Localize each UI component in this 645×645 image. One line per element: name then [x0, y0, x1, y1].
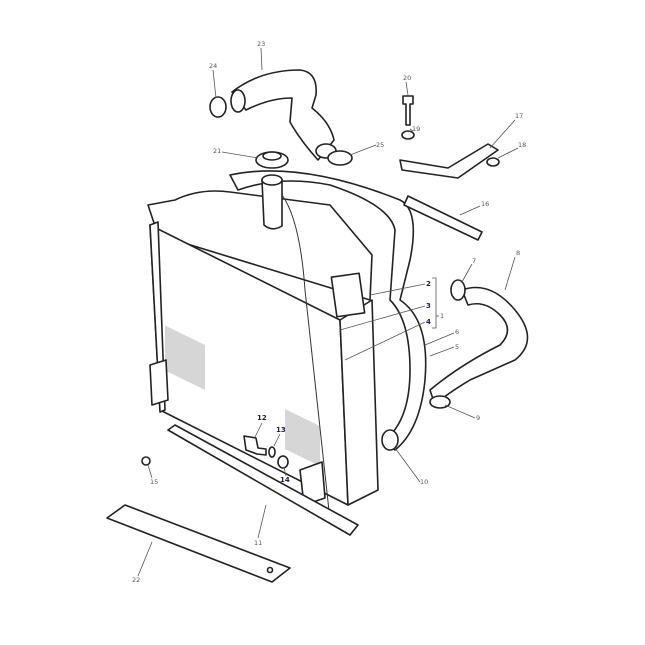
base-pad	[106, 504, 291, 583]
callout-20: 20	[403, 74, 411, 82]
bracket-strap	[399, 143, 499, 179]
core-hatching	[285, 409, 320, 467]
callout-25: 25	[376, 141, 384, 149]
callout-1: 1	[440, 312, 444, 320]
mounting-bracket	[299, 461, 326, 506]
rubber-strip	[403, 195, 483, 241]
fan-shroud	[229, 170, 427, 451]
washer	[486, 157, 500, 167]
callout-6: 6	[455, 328, 459, 336]
callout-2: 2	[426, 280, 431, 288]
header-tank-panel	[330, 272, 366, 318]
filler-neck-top	[261, 174, 283, 186]
callout-15: 15	[150, 478, 158, 486]
callout-16: 16	[481, 200, 489, 208]
outlet-pipe	[381, 429, 399, 451]
callout-labels: 23 24 20 19 17 18 21 25 16 8 7 2 3 4 1 6…	[132, 40, 526, 584]
callout-4: 4	[426, 318, 431, 326]
hose-clamp	[327, 150, 353, 166]
washer	[401, 130, 415, 140]
lower-hose	[429, 286, 529, 406]
bolt	[402, 95, 414, 126]
callout-24: 24	[209, 62, 217, 70]
radiator-top-tank	[147, 190, 373, 301]
washer	[277, 455, 289, 469]
hose-clamp	[209, 96, 227, 118]
callout-11: 11	[254, 539, 262, 547]
callout-10: 10	[420, 478, 428, 486]
lower-rubber-strip	[167, 424, 359, 536]
core-hatching	[165, 325, 205, 390]
plug	[141, 456, 151, 466]
callout-7: 7	[472, 257, 476, 265]
callout-14: 14	[280, 476, 290, 484]
radiator-cap-top	[262, 151, 282, 161]
callout-19: 19	[412, 125, 420, 133]
callout-17: 17	[515, 112, 523, 120]
overflow-pipe	[281, 194, 331, 521]
callout-8: 8	[516, 249, 520, 257]
callout-13: 13	[276, 426, 286, 434]
callout-5: 5	[455, 343, 459, 351]
mounting-bracket	[149, 359, 169, 406]
callout-18: 18	[518, 141, 526, 149]
callout-3: 3	[426, 302, 431, 310]
hose-clamp	[450, 279, 466, 301]
callout-9: 9	[476, 414, 480, 422]
callout-23: 23	[257, 40, 265, 48]
filler-neck	[261, 179, 283, 230]
base-pad-hole	[266, 566, 274, 574]
upper-hose	[231, 69, 335, 161]
callout-21: 21	[213, 147, 221, 155]
washer	[268, 446, 276, 458]
drain-bolt	[243, 435, 267, 456]
leader-lines	[137, 47, 519, 577]
upper-hose-end	[230, 89, 246, 113]
callout-12: 12	[257, 414, 267, 422]
callout-22: 22	[132, 576, 140, 584]
